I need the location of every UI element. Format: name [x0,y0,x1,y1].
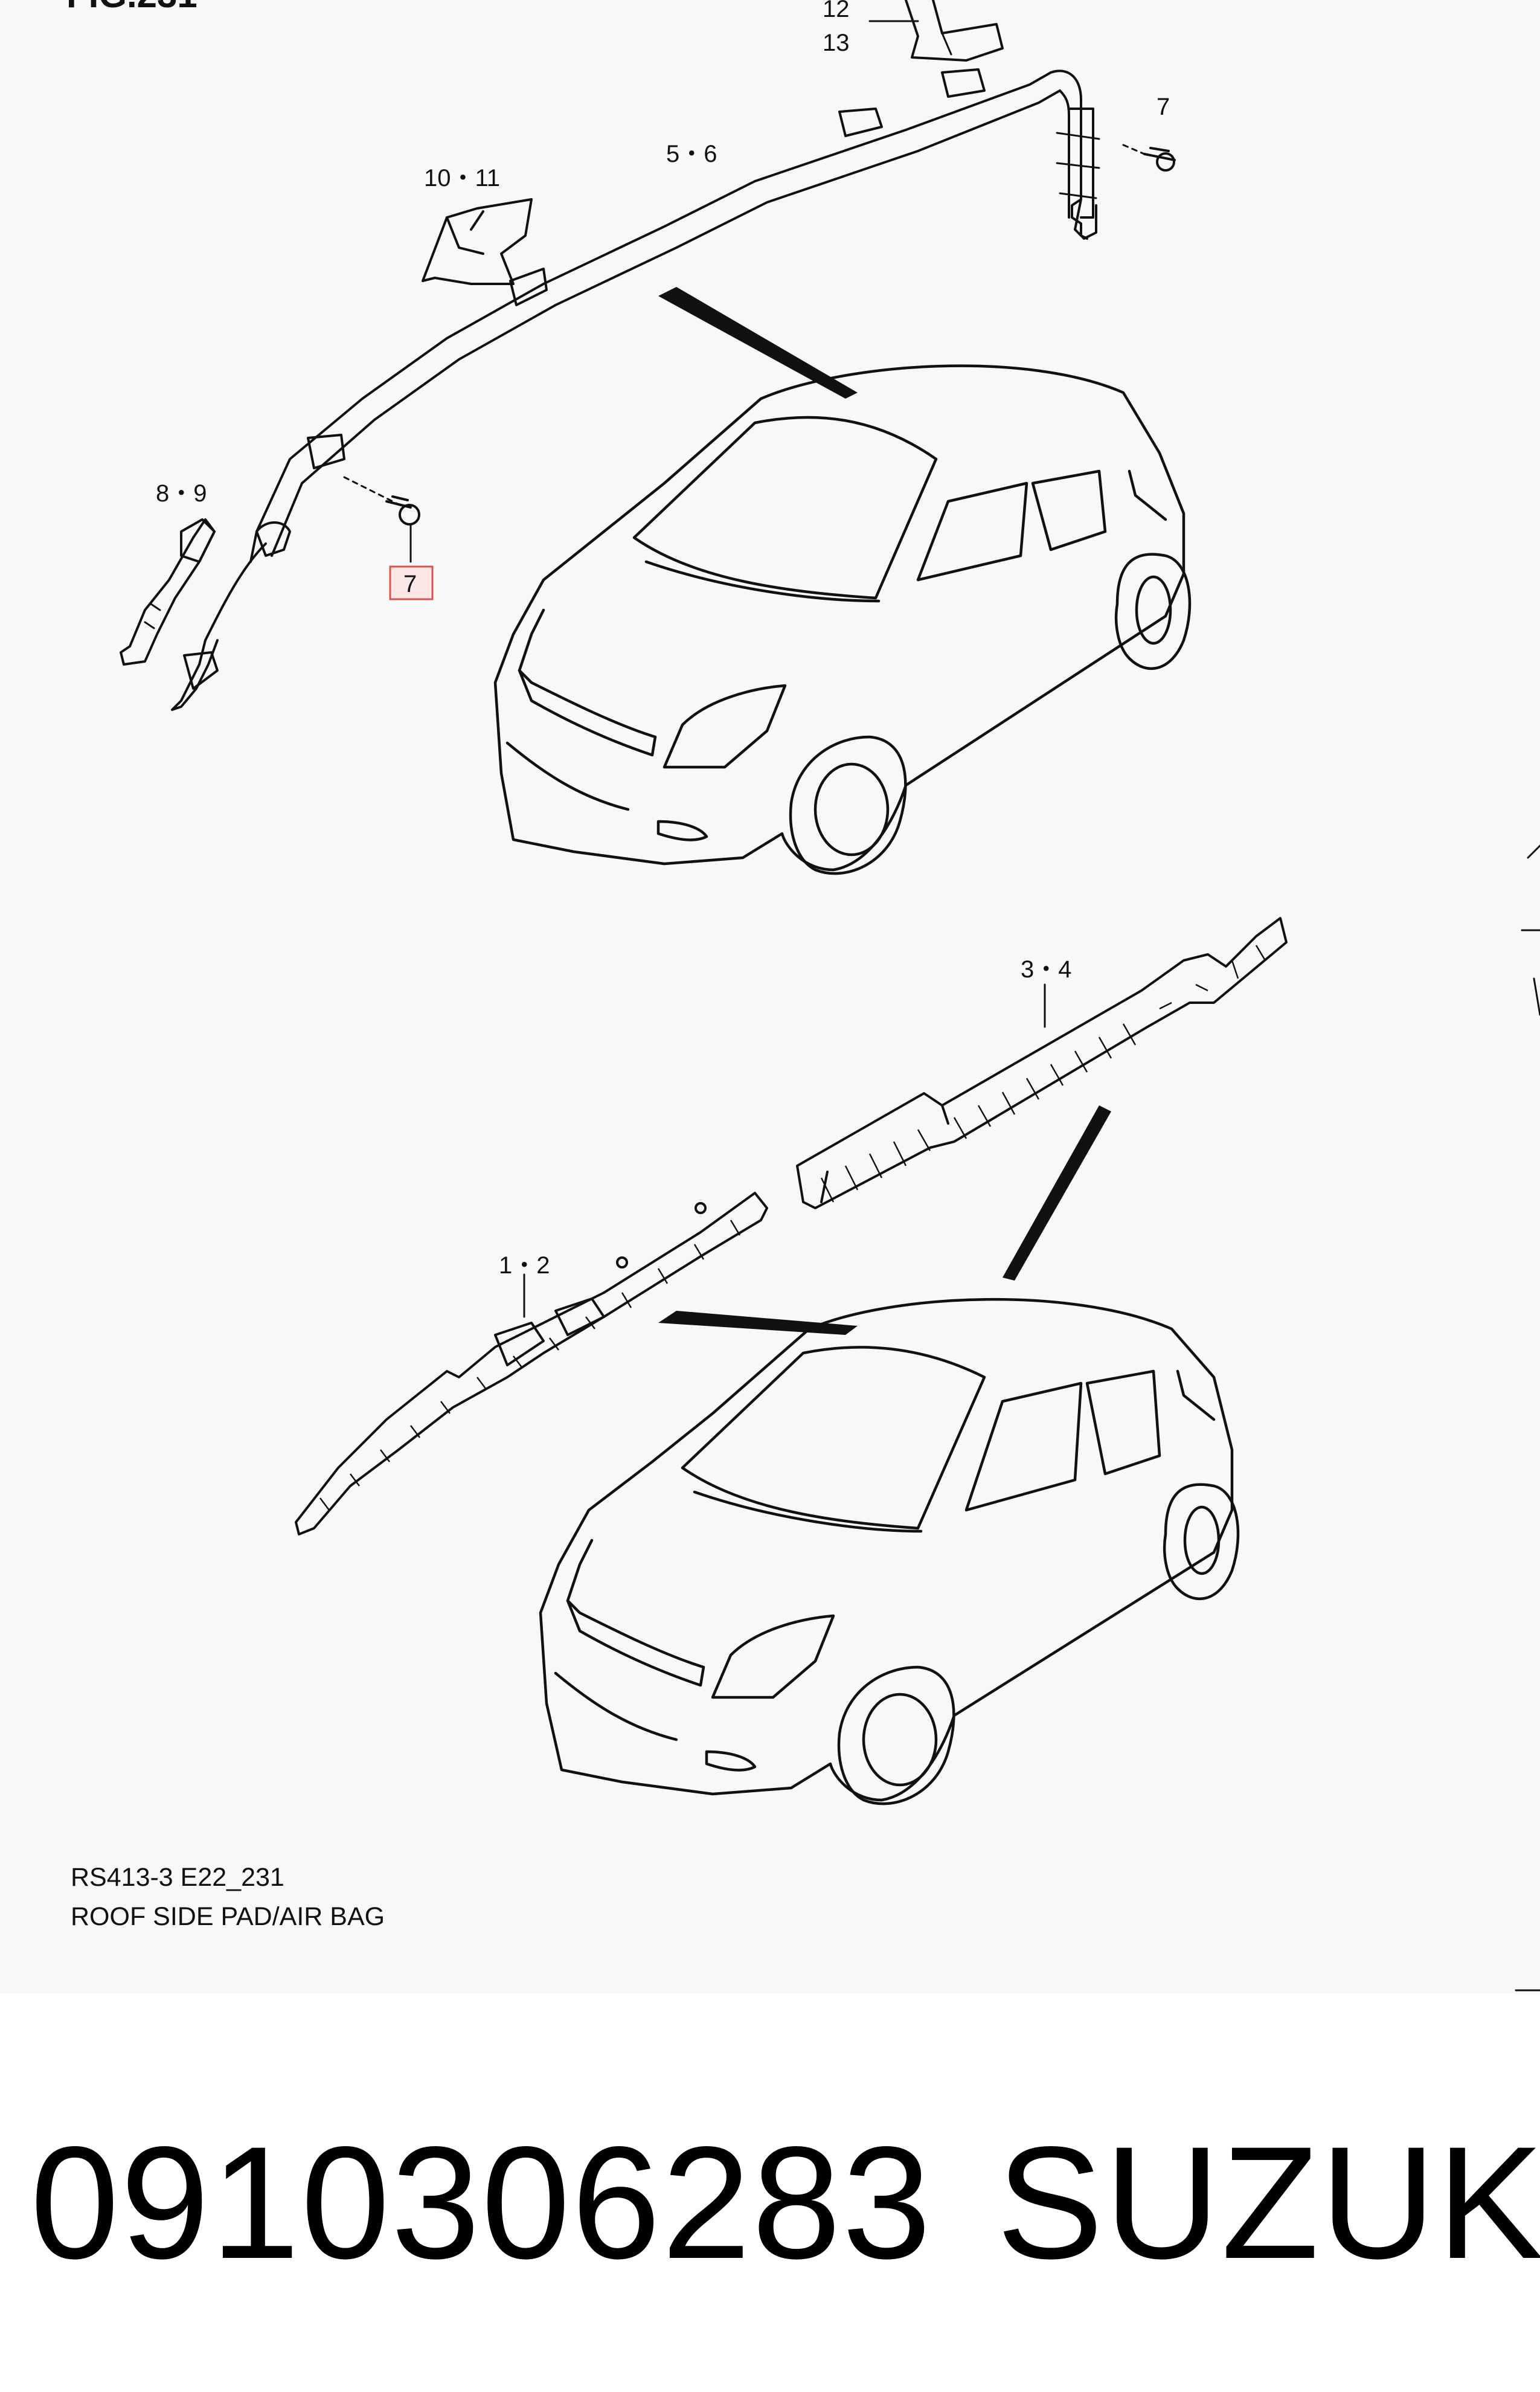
label-item-8-9[interactable]: 8・9 [156,480,207,507]
label-item-13[interactable]: 13 [823,30,850,56]
lower-car-outline [539,1298,1240,1805]
label-item-1-2[interactable]: 1・2 [499,1252,550,1279]
parts-diagram-panel: FIG.231 [66,0,1540,1992]
pointer-upper [658,287,858,399]
edge-marks [1515,844,1540,1992]
label-item-7-highlighted[interactable]: 7 [403,571,417,597]
figure-title: FIG.231 [66,0,197,15]
label-item-5-6[interactable]: 5・6 [666,141,717,167]
part-banner [0,1993,1540,2392]
catalog-code: RS413-3 E22_231 [71,1863,284,1892]
part-number: 0910306283 [30,2114,932,2292]
roof-side-pad-1-2[interactable] [295,1192,768,1535]
lower-roof-side-pads [295,917,1288,1535]
bracket-12-13[interactable] [905,0,1004,62]
label-item-7-upper[interactable]: 7 [1157,94,1170,120]
highlight-box-item-7[interactable] [389,565,434,600]
bolt-7-highlighted[interactable] [343,476,420,563]
label-item-3-4[interactable]: 3・4 [1021,956,1072,983]
label-item-10-11[interactable]: 10・11 [424,165,500,191]
parts-diagram: FIG.231 [66,0,1540,1992]
section-name: ROOF SIDE PAD/AIR BAG [71,1902,385,1931]
upper-airbag-assembly [120,0,1176,711]
upper-car-outline [493,364,1192,875]
bracket-8-9[interactable] [120,518,216,666]
clip-10-11[interactable] [422,198,533,285]
roof-side-pad-3-4[interactable] [796,917,1288,1209]
bolt-7-upper[interactable] [1122,144,1176,172]
curtain-airbag-5-6[interactable] [171,68,1100,711]
pointer-lower-rear [1003,1105,1111,1281]
brand-name: SUZUKI [996,2114,1540,2292]
label-item-12[interactable]: 12 [823,0,850,22]
